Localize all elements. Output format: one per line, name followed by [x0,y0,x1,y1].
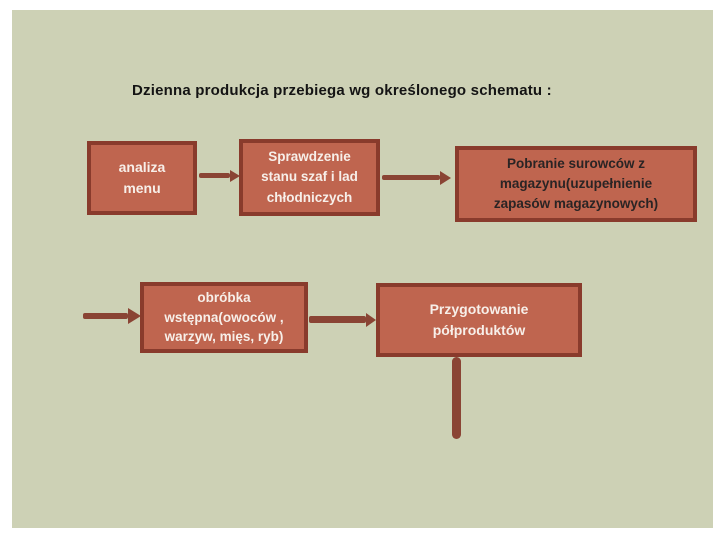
arrow-head-right-icon [230,169,240,182]
arrow-head-right-icon [440,170,451,185]
arrow-shaft [309,316,366,323]
flow-box-obrobka-label: obróbka wstępna(owoców , warzyw, mięs, r… [164,290,284,345]
flow-box-analiza-menu: analiza menu [87,141,197,215]
slide-canvas: Dzienna produkcja przebiega wg określone… [12,10,713,528]
flow-box-przygotowanie: Przygotowanie półproduktów [376,283,582,357]
flow-box-pobranie-label: Pobranie surowców z magazynu(uzupełnieni… [493,155,659,212]
arrow-head-right-icon [128,308,141,324]
flow-box-sprawdzenie: Sprawdzenie stanu szaf i lad chłodniczyc… [239,139,380,216]
arrow-head-right-icon [366,312,376,327]
arrow-down-connector [452,357,461,439]
flow-box-pobranie: Pobranie surowców z magazynu(uzupełnieni… [455,146,697,222]
flow-box-przygotowanie-label: Przygotowanie półproduktów [429,301,529,338]
arrow-shaft [382,175,440,180]
arrow-shaft [83,313,128,319]
flow-box-obrobka: obróbka wstępna(owoców , warzyw, mięs, r… [140,282,308,353]
slide-title: Dzienna produkcja przebiega wg określone… [132,82,552,99]
flow-box-analiza-menu-label: analiza menu [118,159,166,196]
arrow-shaft [199,173,230,178]
flow-box-sprawdzenie-label: Sprawdzenie stanu szaf i lad chłodniczyc… [261,149,358,205]
